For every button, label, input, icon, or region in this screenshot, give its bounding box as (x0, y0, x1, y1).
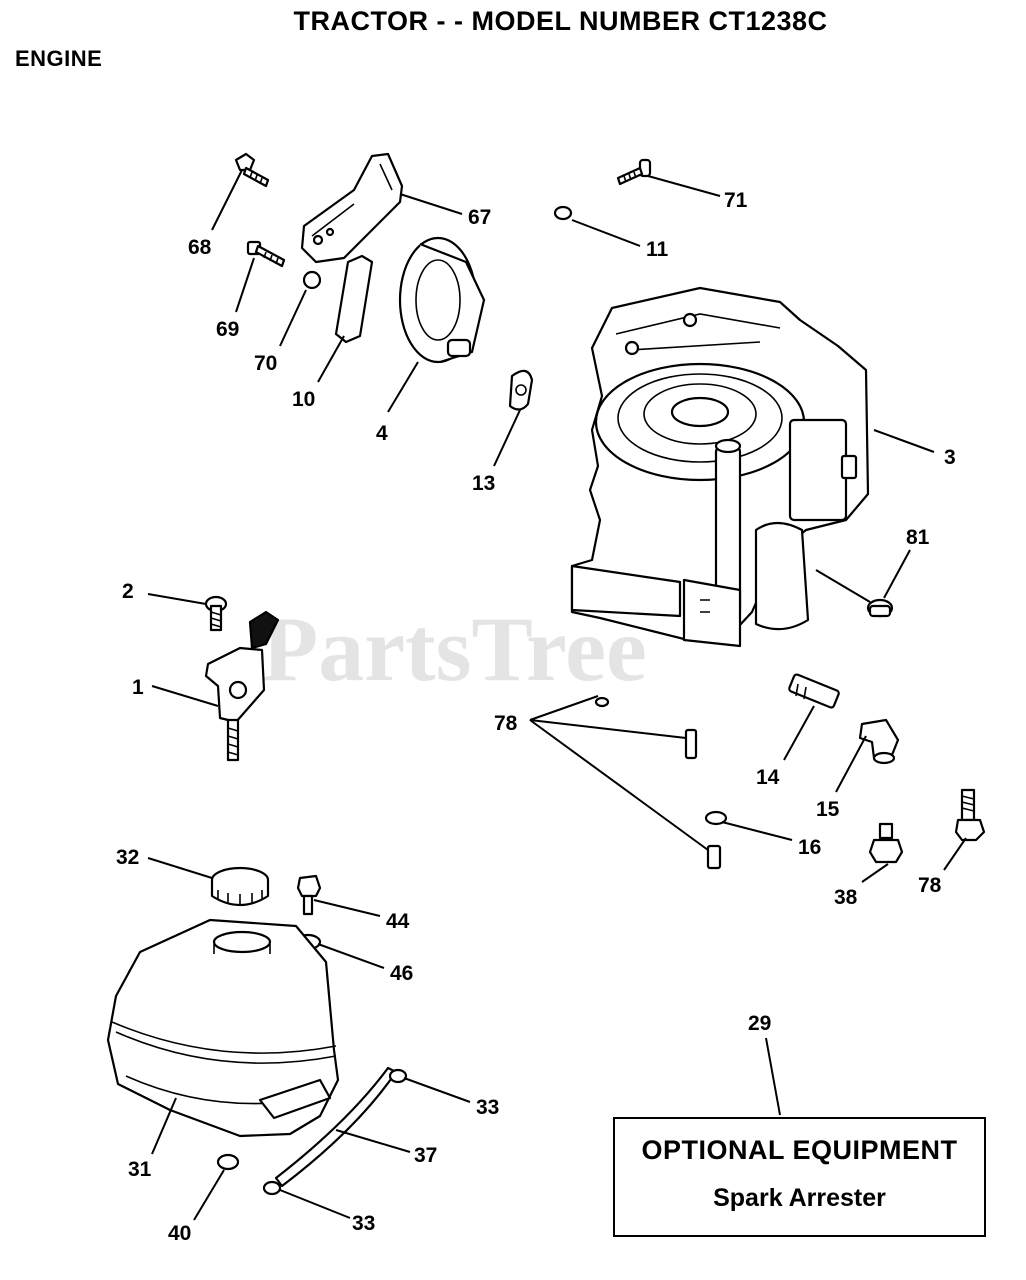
part-1-throttle-control (204, 610, 280, 762)
diagram-title: TRACTOR - - MODEL NUMBER CT1238C (293, 6, 828, 36)
part-4-pulley (398, 236, 486, 364)
part-67-bracket (300, 152, 404, 264)
callout-2: 2 (122, 580, 134, 603)
part-3-engine (570, 286, 870, 648)
part-78-bolts (594, 696, 722, 870)
callout-32: 32 (116, 846, 139, 869)
callout-31: 31 (128, 1158, 152, 1181)
callout-78-left: 78 (494, 712, 518, 735)
part-37-fuel-line (274, 1066, 398, 1188)
part-44-bolt (296, 874, 322, 916)
optional-equipment-subtitle: Spark Arrester (713, 1184, 886, 1212)
part-2-screw (204, 595, 228, 632)
part-13-gasket (508, 369, 534, 411)
callout-46: 46 (390, 962, 413, 985)
part-32-fuel-cap (210, 866, 270, 907)
part-71-bolt (616, 158, 652, 186)
part-38-drain-valve (868, 822, 904, 864)
part-16-washer (704, 810, 728, 826)
part-14-nipple (788, 673, 840, 709)
callout-15: 15 (816, 798, 840, 821)
part-33-clamp-top (388, 1068, 408, 1084)
part-15-elbow (858, 718, 900, 765)
callout-11: 11 (646, 238, 669, 261)
part-81-plug (866, 598, 894, 618)
callout-81: 81 (906, 526, 930, 549)
part-31-fuel-tank (106, 918, 340, 1138)
part-68-screw (234, 152, 270, 188)
callout-10: 10 (292, 388, 315, 411)
part-78-bolt-right (954, 788, 986, 842)
part-33-clamp-bottom (262, 1180, 282, 1196)
part-69-bolt (246, 240, 286, 268)
callout-29: 29 (748, 1012, 771, 1035)
callout-13: 13 (472, 472, 495, 495)
callout-70: 70 (254, 352, 277, 375)
leader-lines (147, 169, 967, 1221)
callout-38: 38 (834, 886, 858, 909)
section-label: ENGINE (15, 46, 103, 71)
callout-33-top: 33 (476, 1096, 499, 1119)
callout-labels: 68 67 71 11 69 70 10 4 13 3 81 2 1 78 14… (116, 189, 956, 1245)
callout-78-right: 78 (918, 874, 942, 897)
callout-16: 16 (798, 836, 821, 859)
callout-69: 69 (216, 318, 239, 341)
part-11-washer (553, 205, 573, 221)
callout-1: 1 (132, 676, 144, 699)
callout-67: 67 (468, 206, 491, 229)
callout-40: 40 (168, 1222, 191, 1245)
part-40-grommet (216, 1153, 240, 1171)
optional-equipment-box: OPTIONAL EQUIPMENT Spark Arrester (613, 1117, 986, 1237)
callout-14: 14 (756, 766, 780, 789)
optional-equipment-title: OPTIONAL EQUIPMENT (641, 1135, 958, 1165)
callout-33-bottom: 33 (352, 1212, 375, 1235)
callout-4: 4 (376, 422, 388, 445)
callout-44: 44 (386, 910, 410, 933)
callout-68: 68 (188, 236, 212, 259)
part-10-spacer (334, 254, 374, 344)
callout-71: 71 (724, 189, 748, 212)
part-70-washer (302, 270, 322, 290)
callout-37: 37 (414, 1144, 437, 1167)
callout-3: 3 (944, 446, 956, 469)
